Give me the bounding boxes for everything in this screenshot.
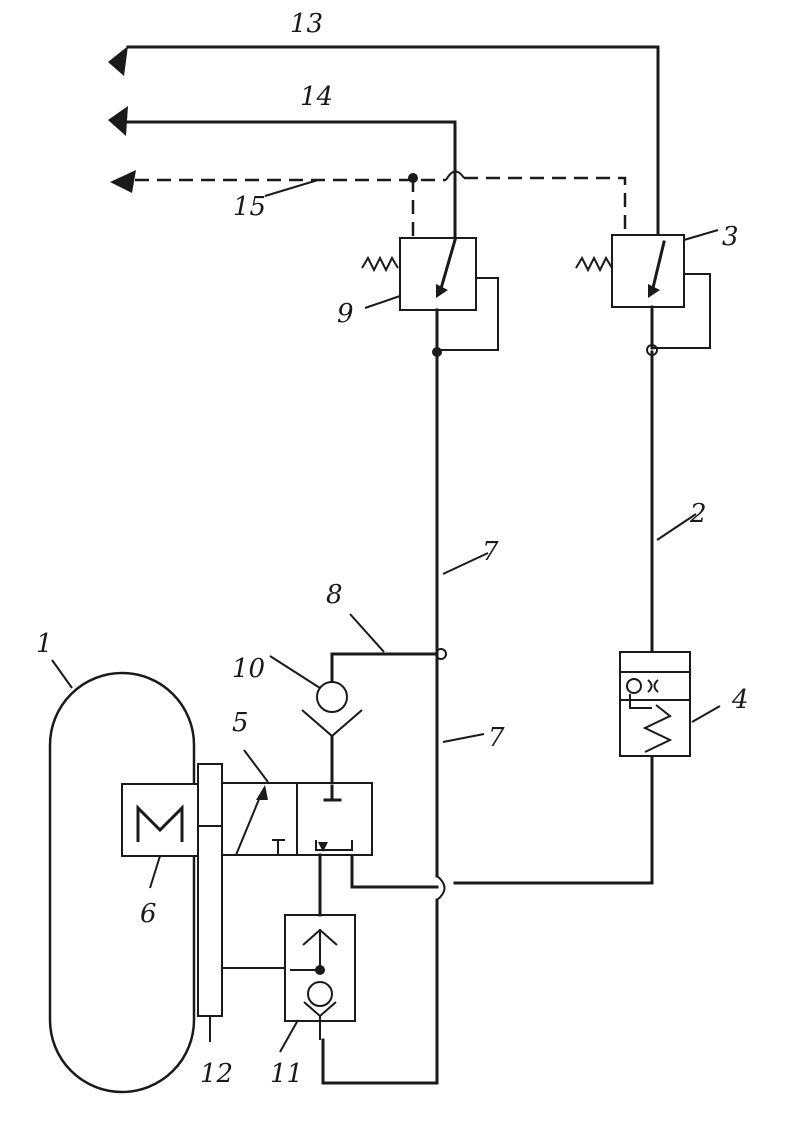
tank-1 <box>50 660 194 1092</box>
spring-icon <box>362 258 398 270</box>
valve-9 <box>362 238 498 357</box>
label-7b: 7 <box>488 723 505 753</box>
pilot-line-15 <box>110 170 625 240</box>
terminal-15-icon <box>110 170 136 193</box>
check-valve-10 <box>270 656 362 785</box>
label-8: 8 <box>326 580 343 610</box>
label-10: 10 <box>232 654 265 684</box>
block-11 <box>280 855 355 1052</box>
line-2 <box>352 352 696 887</box>
label-5: 5 <box>232 708 249 738</box>
component-4 <box>620 652 720 756</box>
label-9: 9 <box>337 299 354 329</box>
label-3: 3 <box>722 222 739 252</box>
distributor-5 <box>222 750 372 855</box>
label-11: 11 <box>270 1059 303 1089</box>
label-1: 1 <box>36 629 53 659</box>
label-12: 12 <box>200 1059 233 1089</box>
label-15: 15 <box>233 192 266 222</box>
label-14: 14 <box>300 82 333 112</box>
spring-icon <box>576 258 612 270</box>
label-7a: 7 <box>482 537 499 567</box>
label-2: 2 <box>689 499 707 529</box>
terminal-13-icon <box>108 46 128 76</box>
label-6: 6 <box>140 899 157 929</box>
line-13 <box>108 46 658 240</box>
valve-3 <box>576 230 718 355</box>
label-13: 13 <box>290 9 323 39</box>
line-8 <box>332 614 446 682</box>
junction-dot <box>408 173 418 183</box>
label-4: 4 <box>731 685 749 715</box>
terminal-14-icon <box>108 106 128 136</box>
line-14 <box>108 106 455 240</box>
